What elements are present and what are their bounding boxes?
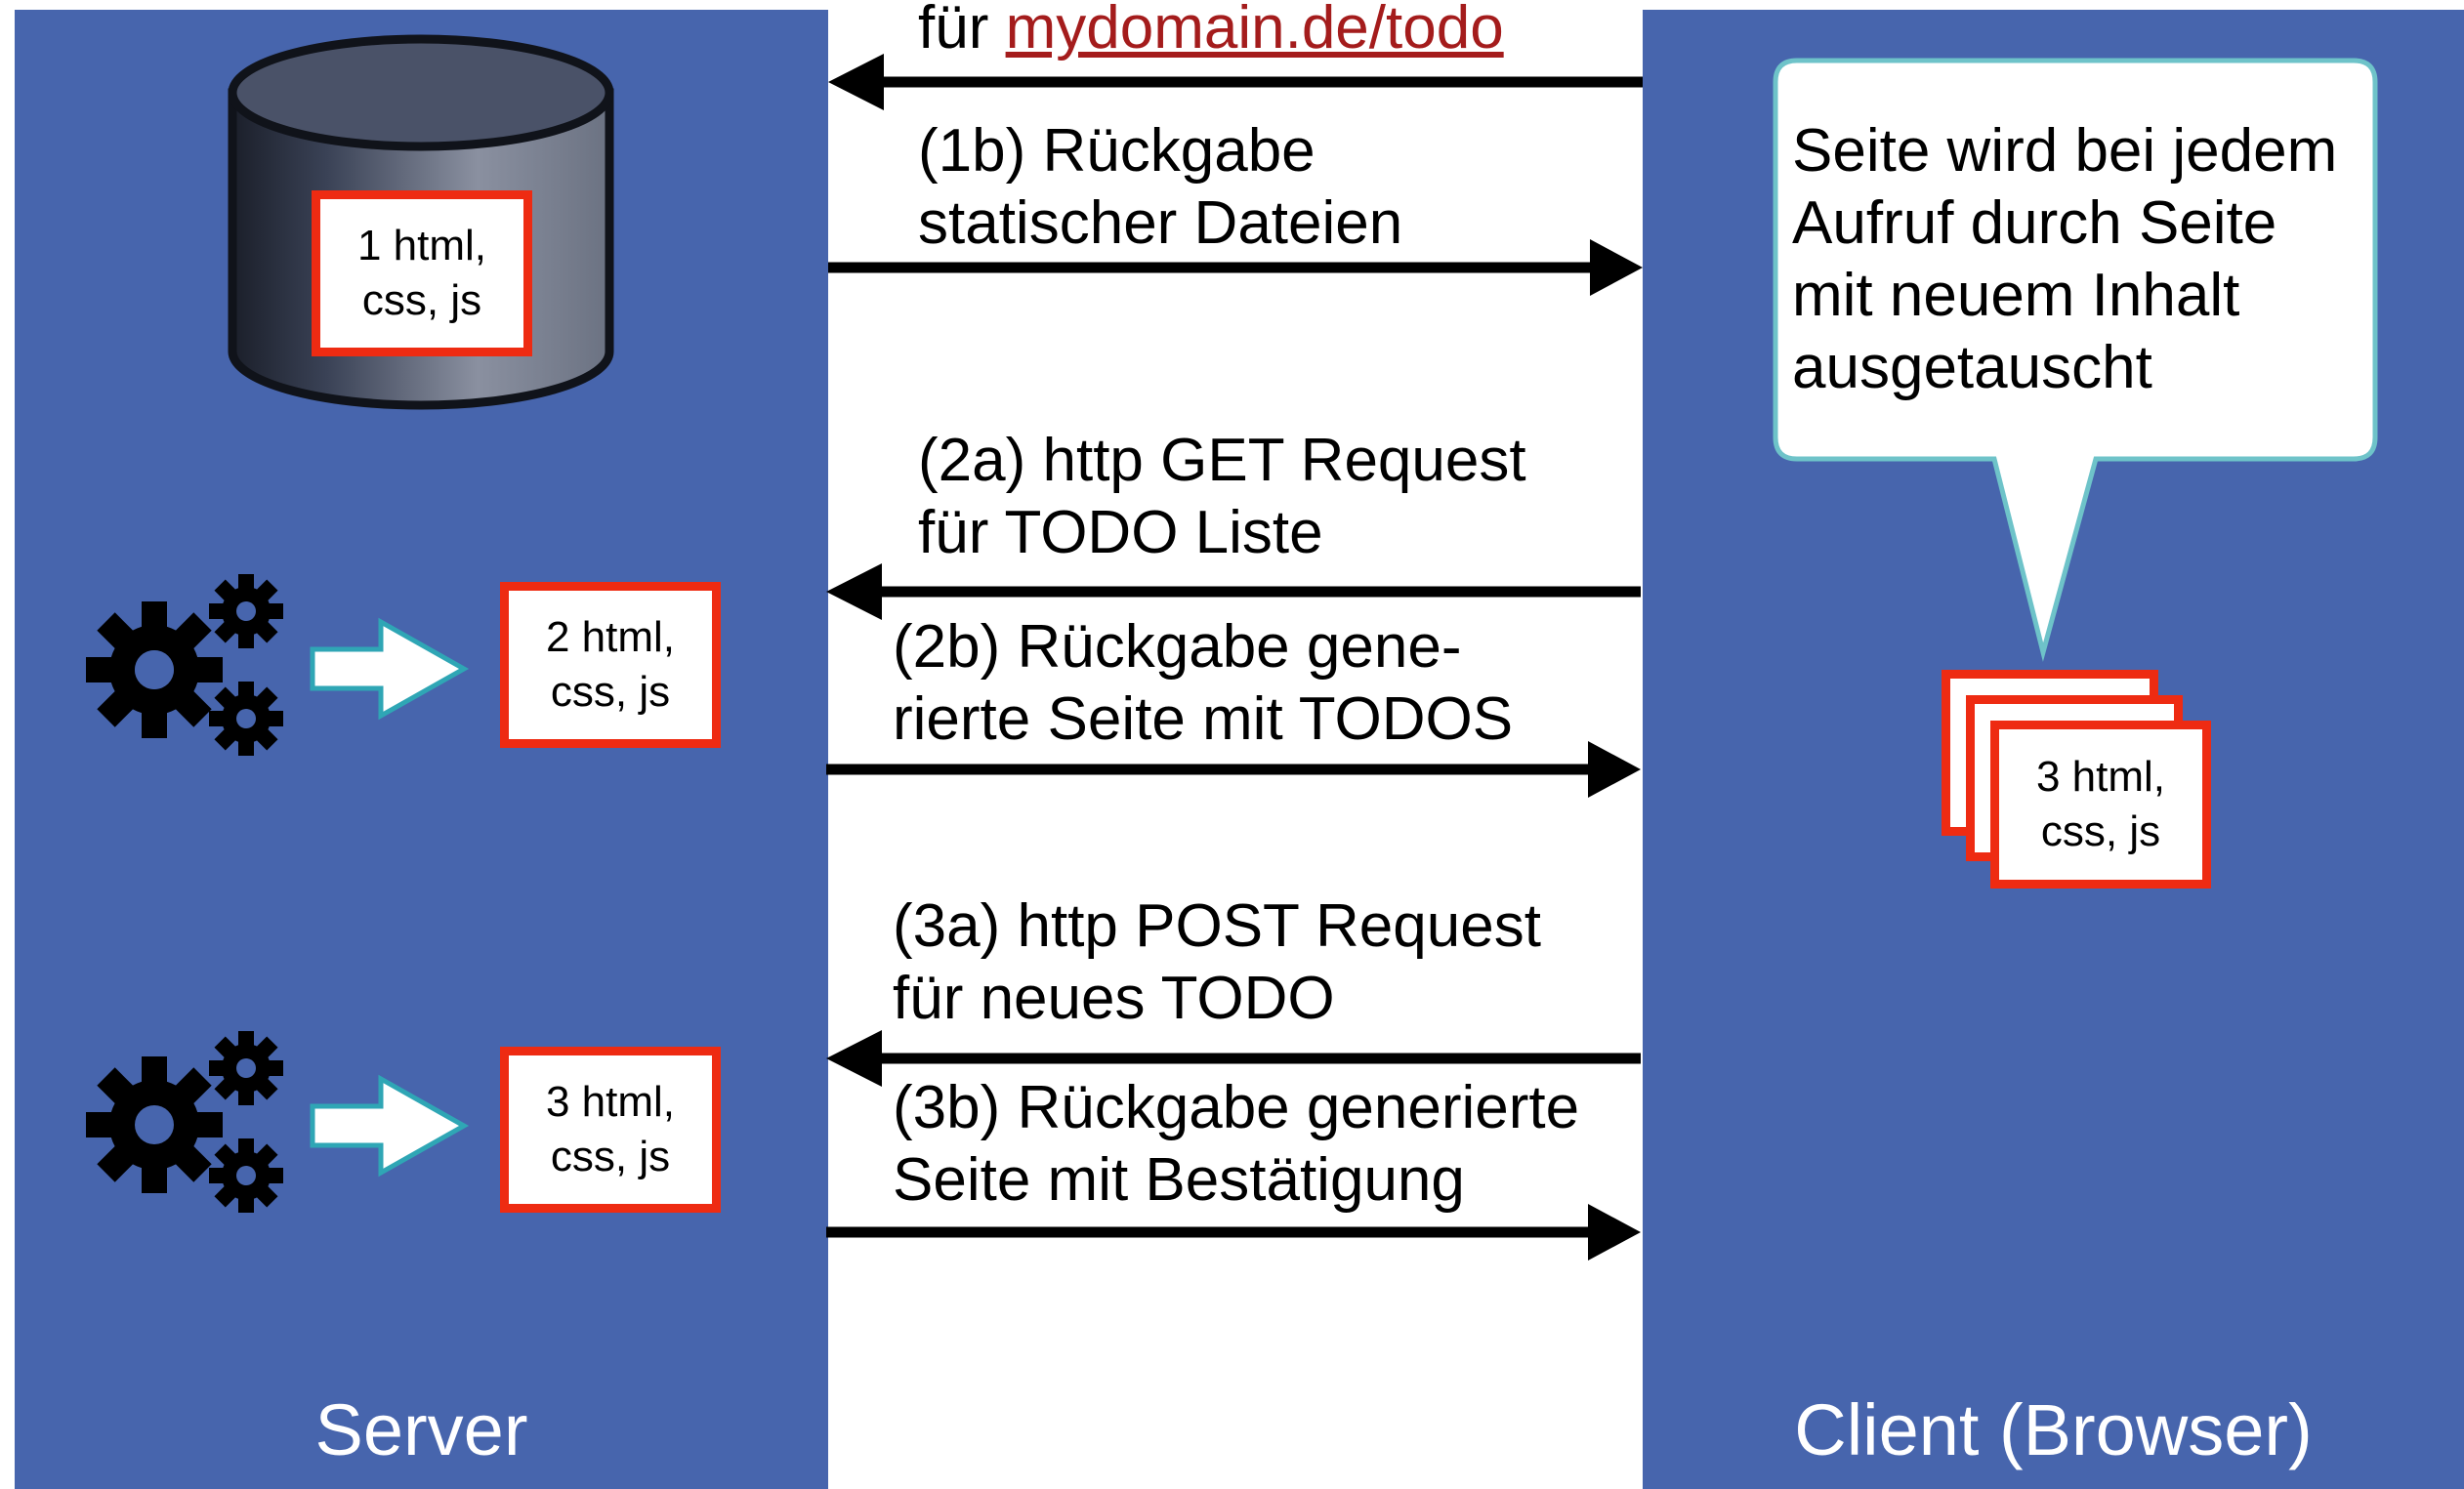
- message-2a: (2a) http GET Request für TODO Liste: [918, 425, 1526, 569]
- file-box-3-line1: 3 html,: [545, 1078, 676, 1126]
- message-3a-line2: für neues TODO: [893, 965, 1335, 1032]
- file-box-1-line1: 1 html,: [356, 222, 487, 269]
- arrow-2b: [826, 741, 1641, 798]
- callout-text: Seite wird bei jedem Aufruf durch Seite …: [1792, 115, 2378, 404]
- client-file-line1: 3 html,: [2035, 753, 2166, 801]
- arrow-3b: [826, 1204, 1641, 1261]
- message-3b: (3b) Rückgabe generierte Seite mit Bestä…: [893, 1072, 1579, 1217]
- speech-bubble: [1773, 58, 2378, 662]
- message-1a: für mydomain.de/todo: [918, 0, 1504, 64]
- message-2b-line1: (2b) Rückgabe gene-: [893, 613, 1462, 681]
- client-page-stack-front: 3 html, css, js: [1990, 721, 2211, 889]
- right-arrow-icon: [310, 617, 470, 721]
- gears-icon: [86, 574, 283, 756]
- file-box-2-line1: 2 html,: [545, 613, 676, 661]
- message-2b: (2b) Rückgabe gene- rierte Seite mit TOD…: [893, 611, 1513, 756]
- message-3b-line1: (3b) Rückgabe generierte: [893, 1074, 1580, 1141]
- right-arrow-icon: [310, 1074, 470, 1178]
- client-label: Client (Browser): [1794, 1389, 2313, 1470]
- gears-icon: [86, 1031, 283, 1213]
- message-2b-line2: rierte Seite mit TODOS: [893, 685, 1514, 753]
- file-box-2: 2 html, css, js: [500, 582, 721, 748]
- message-3a-line1: (3a) http POST Request: [893, 892, 1541, 960]
- server-label: Server: [314, 1389, 528, 1470]
- arrow-1a: [828, 54, 1643, 110]
- callout-line1: Seite wird bei jedem: [1792, 117, 2338, 185]
- file-box-1-line2: css, js: [361, 276, 482, 324]
- callout-line4: ausgetauscht: [1792, 334, 2152, 401]
- arrow-3a: [826, 1030, 1641, 1087]
- file-box-1: 1 html, css, js: [312, 190, 532, 356]
- arrow-2a: [826, 563, 1641, 620]
- file-box-3-line2: css, js: [550, 1133, 671, 1180]
- file-box-2-line2: css, js: [550, 668, 671, 716]
- message-3b-line2: Seite mit Bestätigung: [893, 1146, 1465, 1214]
- callout-line2: Aufruf durch Seite: [1792, 189, 2277, 257]
- todo-link[interactable]: mydomain.de/todo: [1005, 0, 1504, 62]
- message-1b: (1b) Rückgabe statischer Dateien: [918, 115, 1402, 260]
- arrow-1b: [828, 239, 1643, 296]
- message-3a: (3a) http POST Request für neues TODO: [893, 890, 1541, 1035]
- callout-line3: mit neuem Inhalt: [1792, 262, 2240, 329]
- message-1a-prefix: für: [918, 0, 1006, 62]
- message-1b-line1: (1b) Rückgabe: [918, 117, 1316, 185]
- file-box-3: 3 html, css, js: [500, 1047, 721, 1213]
- message-2a-line2: für TODO Liste: [918, 499, 1323, 566]
- message-1b-line2: statischer Dateien: [918, 189, 1403, 257]
- message-2a-line1: (2a) http GET Request: [918, 427, 1526, 494]
- client-file-line2: css, js: [2040, 807, 2161, 855]
